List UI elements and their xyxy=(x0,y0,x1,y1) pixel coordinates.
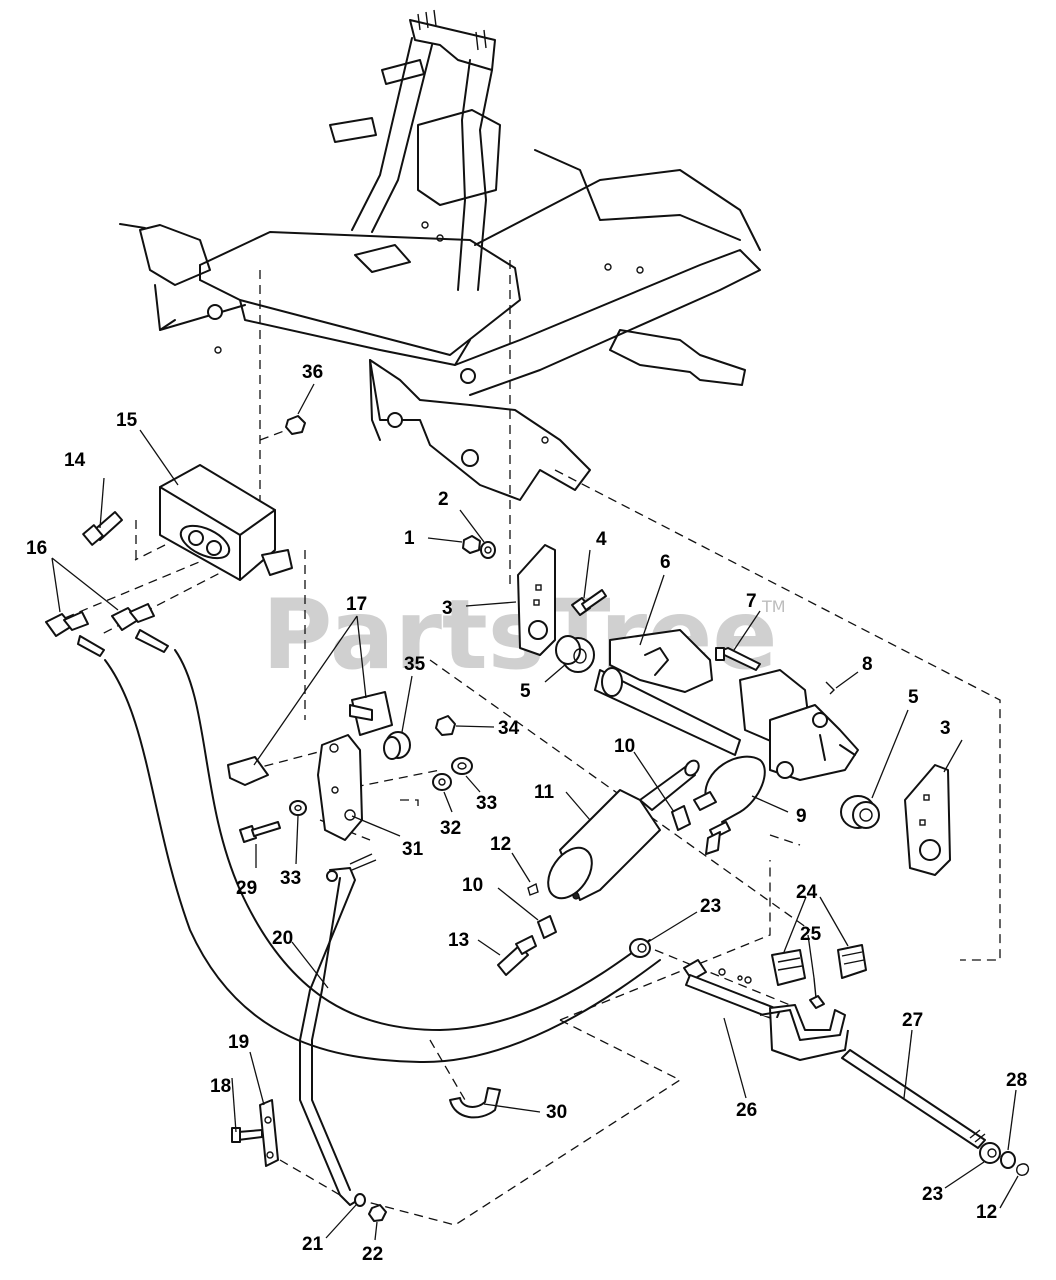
part-30-clip xyxy=(449,1087,501,1119)
part-33-washers xyxy=(289,757,473,816)
callout-16: 16 xyxy=(26,538,47,559)
part-31-bracket xyxy=(317,734,363,841)
callout-33: 33 xyxy=(280,868,301,889)
callout-6: 6 xyxy=(660,552,671,573)
part-25-screw xyxy=(809,977,825,1009)
part-7-bolt xyxy=(715,647,761,671)
part-22-nut xyxy=(368,1204,387,1222)
part-5-bushing-left xyxy=(555,635,595,673)
part-6-pivot-shaft xyxy=(594,629,859,781)
callout-34: 34 xyxy=(498,718,520,739)
part-23-bushings xyxy=(629,938,1001,1164)
callouts: 1 2 3 3 3 4 5 5 6 7 8 9 10 10 11 12 12 1… xyxy=(26,362,1027,1265)
callout-15: 15 xyxy=(116,410,138,431)
callout-1: 1 xyxy=(404,528,415,549)
alignment-lines xyxy=(59,260,1001,1226)
part-13-fitting xyxy=(497,935,537,976)
callout-5: 5 xyxy=(520,681,531,702)
callout-3: 3 xyxy=(940,718,951,739)
callout-10: 10 xyxy=(614,736,635,757)
callout-7: 7 xyxy=(746,591,757,612)
callout-14: 14 xyxy=(64,450,86,471)
part-36-nut xyxy=(285,415,306,435)
part-3-bracket-right xyxy=(904,764,951,876)
part-2-washer xyxy=(480,541,496,559)
callout-17: 17 xyxy=(346,594,367,615)
part-19-bracket xyxy=(259,1099,279,1167)
callout-26: 26 xyxy=(736,1100,757,1121)
callout-4: 4 xyxy=(596,529,607,550)
hydraulic-hoses xyxy=(104,649,661,1064)
part-26-lever-bracket xyxy=(683,959,849,1061)
part-16-fittings xyxy=(45,603,169,657)
part-20-rod xyxy=(299,853,377,1206)
callout-32: 32 xyxy=(440,818,461,839)
part-17-plate-and-stud xyxy=(227,691,393,786)
part-18-bolt xyxy=(231,1127,263,1143)
callout-11: 11 xyxy=(534,782,555,803)
part-5-bushing-right xyxy=(840,795,880,829)
callout-29: 29 xyxy=(236,878,257,899)
part-27-shaft xyxy=(841,1049,986,1149)
part-1-nut xyxy=(462,535,481,554)
part-8-pin xyxy=(825,681,835,695)
part-35-bushing xyxy=(383,731,411,760)
callout-25: 25 xyxy=(800,924,822,945)
callout-36: 36 xyxy=(302,362,323,383)
callout-23: 23 xyxy=(700,896,721,917)
chassis-frame xyxy=(119,9,761,501)
part-15-block xyxy=(159,464,293,581)
callout-9: 9 xyxy=(796,806,807,827)
callout-20: 20 xyxy=(272,928,293,949)
part-12-clip xyxy=(527,882,1030,1176)
part-4-bolt xyxy=(571,589,607,616)
leader-lines xyxy=(51,383,1019,1241)
callout-24: 24 xyxy=(796,882,818,903)
callout-33: 33 xyxy=(476,793,497,814)
part-3-bracket-left xyxy=(517,544,556,656)
callout-21: 21 xyxy=(302,1234,324,1255)
part-14-bolt xyxy=(82,511,123,546)
part-9-fitting-line xyxy=(693,755,766,855)
callout-35: 35 xyxy=(404,654,426,675)
callout-10: 10 xyxy=(462,875,483,896)
callout-13: 13 xyxy=(448,930,469,951)
callout-27: 27 xyxy=(902,1010,923,1031)
part-10-fittings xyxy=(537,805,691,939)
callout-8: 8 xyxy=(862,654,873,675)
part-28-washer xyxy=(1000,1151,1016,1169)
callout-19: 19 xyxy=(228,1032,249,1053)
callout-12: 12 xyxy=(976,1202,997,1223)
part-11-cylinder xyxy=(547,759,700,901)
part-21-washer xyxy=(354,1193,366,1207)
part-32-washer xyxy=(432,773,452,791)
part-24-knobs xyxy=(771,944,867,986)
callout-2: 2 xyxy=(438,489,449,510)
callout-31: 31 xyxy=(402,839,424,860)
callout-30: 30 xyxy=(546,1102,567,1123)
callout-18: 18 xyxy=(210,1076,231,1097)
part-34-nut xyxy=(435,715,456,736)
callout-3: 3 xyxy=(442,598,453,619)
callout-22: 22 xyxy=(362,1244,383,1265)
callout-5: 5 xyxy=(908,687,919,708)
watermark-trademark: TM xyxy=(761,597,786,616)
callout-12: 12 xyxy=(490,834,511,855)
part-29-bolt xyxy=(239,821,281,843)
callout-28: 28 xyxy=(1006,1070,1027,1091)
callout-23: 23 xyxy=(922,1184,943,1205)
